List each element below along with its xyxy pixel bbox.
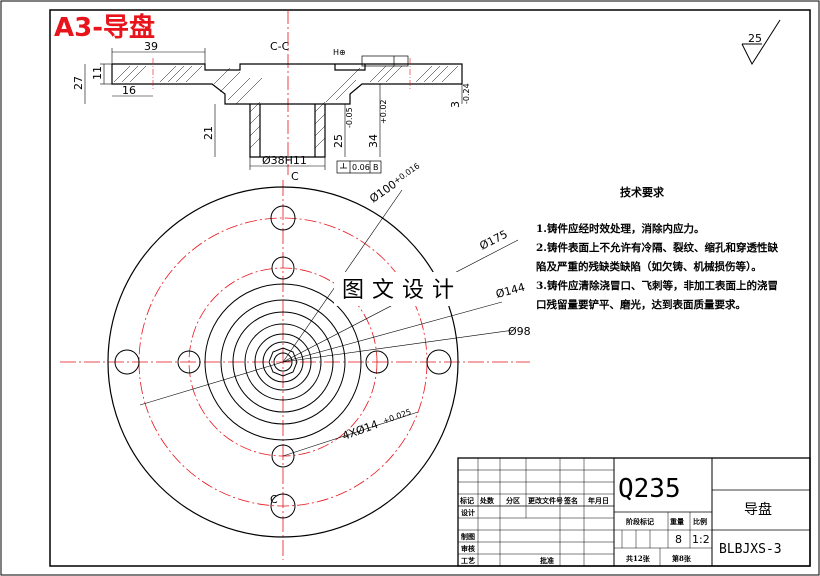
row-label: 审核 — [461, 544, 475, 553]
header-cell: 签名 — [563, 496, 578, 505]
section-mark-top: C — [291, 170, 299, 183]
datum-label: B — [373, 163, 379, 172]
drawing-number: BLBJXS-3 — [719, 542, 782, 557]
row-label: 工艺 — [461, 556, 475, 565]
dim-d175: Ø175 — [477, 228, 509, 253]
dim-34: 34 — [367, 134, 380, 148]
dim-holes-tol: +0.025 — [382, 407, 413, 426]
bolt-hole — [177, 350, 201, 374]
dim-bore: Ø38H11 — [262, 154, 307, 167]
sheet-number: 第8张 — [672, 554, 692, 563]
dim-34-tol: +0.02 — [379, 99, 388, 124]
dim-16: 16 — [122, 84, 136, 97]
watermark-text: 图文设计 — [342, 278, 462, 303]
dim-21: 21 — [202, 126, 215, 140]
dim-3-tol: -0.24 — [462, 83, 471, 104]
position-tolerance-frame: H⊕ — [333, 48, 409, 67]
flatness-frame: 0.06 B — [336, 160, 382, 174]
technical-requirements: 技术要求 1.铸件应经时效处理，消除内应力。 2.铸件表面上不允许有冷隔、裂纹、… — [536, 185, 778, 311]
dim-3: 3 — [449, 101, 462, 108]
roughness-value: 25 — [748, 32, 762, 45]
row-label: 设计 — [461, 508, 475, 517]
material: Q235 — [618, 474, 681, 504]
dim-holes: 4XØ14 — [341, 418, 380, 443]
dim-d100-tol: +0.016 — [392, 161, 421, 185]
tech-line: 2.铸件表面上不允许有冷隔、裂纹、缩孔和穿透性缺 — [536, 241, 778, 254]
header-cell: 标记 — [459, 496, 474, 505]
section-view: C-C — [72, 10, 471, 175]
dim-27: 27 — [72, 76, 85, 90]
header-cell: 处数 — [479, 496, 495, 505]
surface-roughness-symbol: 25 — [741, 19, 781, 66]
tech-line: 陷及严重的残缺类缺陷（如欠铸、机械损伤等）。 — [536, 260, 762, 273]
scale-label: 比例 — [693, 517, 707, 526]
section-label: C-C — [270, 40, 290, 53]
bolt-hole — [365, 350, 389, 374]
hole-tolerance: H⊕ — [333, 48, 346, 57]
approve-label: 批准 — [540, 556, 554, 565]
section-mark-bottom: C — [270, 493, 278, 506]
bolt-hole — [271, 256, 295, 280]
title-block-text: 标记 处数 分区 更改文件号 签名 年月日 设计 制图 审核 工艺 批准 阶段标… — [459, 474, 782, 565]
drawing-title: A3-导盘 — [54, 12, 155, 43]
title-block — [457, 457, 811, 567]
sheets-total: 共12张 — [626, 554, 651, 563]
dim-d98: Ø98 — [508, 325, 531, 338]
hatch-left — [113, 65, 263, 149]
tech-line: 1.铸件应经时效处理，消除内应力。 — [536, 222, 704, 235]
bolt-hole — [114, 349, 140, 375]
stage-label: 阶段标记 — [626, 517, 654, 526]
header-cell: 分区 — [506, 496, 520, 505]
dim-11: 11 — [91, 66, 104, 80]
bolt-hole — [271, 444, 295, 468]
bolt-hole — [426, 349, 452, 375]
dim-d144: Ø144 — [494, 281, 526, 301]
tech-line: 3.铸件应清除浇冒口、飞刺等，非加工表面上的浇冒 — [536, 279, 778, 292]
weight-value: 8 — [675, 533, 682, 546]
weight-label: 重量 — [670, 517, 684, 526]
part-name: 导盘 — [744, 501, 772, 518]
tech-line: 口残留量要铲平、磨光，达到表面质量要求。 — [536, 298, 746, 311]
dim-39: 39 — [144, 40, 158, 53]
dim-25-tol: -0.05 — [345, 107, 354, 128]
header-cell: 更改文件号 — [528, 496, 563, 505]
bolt-hole — [270, 205, 296, 231]
dim-25: 25 — [332, 134, 345, 148]
scale-value: 1:2 — [692, 533, 710, 546]
row-label: 制图 — [461, 532, 475, 541]
hatch-right — [314, 65, 459, 149]
header-cell: 年月日 — [588, 496, 609, 505]
flatness-value: 0.06 — [352, 163, 370, 172]
inner-frame — [49, 9, 811, 567]
bolt-hole — [270, 493, 296, 519]
tech-title: 技术要求 — [620, 185, 665, 199]
